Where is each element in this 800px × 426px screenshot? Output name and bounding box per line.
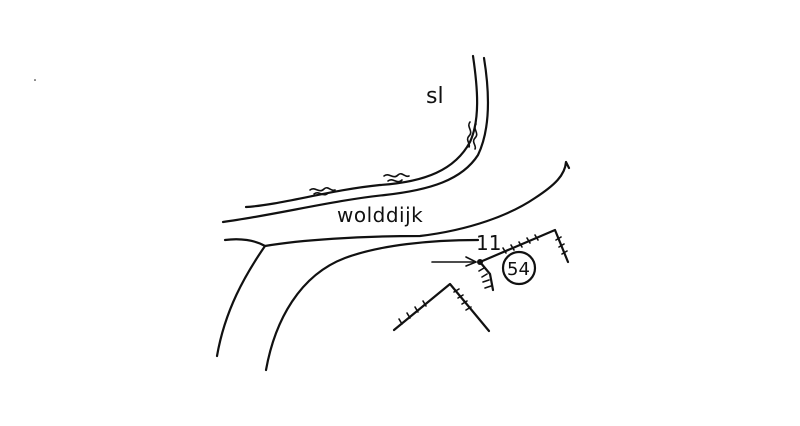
embankment-west-hatching [398, 288, 472, 325]
waterway-label: sl [426, 84, 444, 109]
waterway [221, 54, 489, 224]
embankments [392, 228, 570, 333]
circled-number-label: 54 [507, 259, 530, 280]
point-arrow-head [465, 256, 477, 267]
circled-number-ring [501, 250, 537, 286]
road-branch-west [215, 244, 267, 358]
stray-dot [34, 79, 36, 81]
water-flow-mark [309, 186, 336, 192]
water-flow-mark-vertical [466, 121, 472, 148]
embankment-west-outline [392, 282, 491, 333]
measurement-point [431, 256, 483, 267]
roads [215, 160, 571, 372]
water-flow-mark [383, 172, 410, 178]
waterway-bank-inner [221, 56, 489, 224]
water-flow-mark [387, 179, 403, 183]
embankment-east-hatching [478, 234, 568, 289]
water-flow-mark-vertical [472, 123, 478, 150]
point-number-label: 11 [476, 231, 501, 255]
water-flow-mark [313, 192, 329, 196]
road-label: wolddijk [337, 203, 423, 227]
road-edge-north [223, 160, 571, 248]
waterway-bank-outer [244, 54, 479, 209]
road-edge-south [264, 238, 480, 372]
